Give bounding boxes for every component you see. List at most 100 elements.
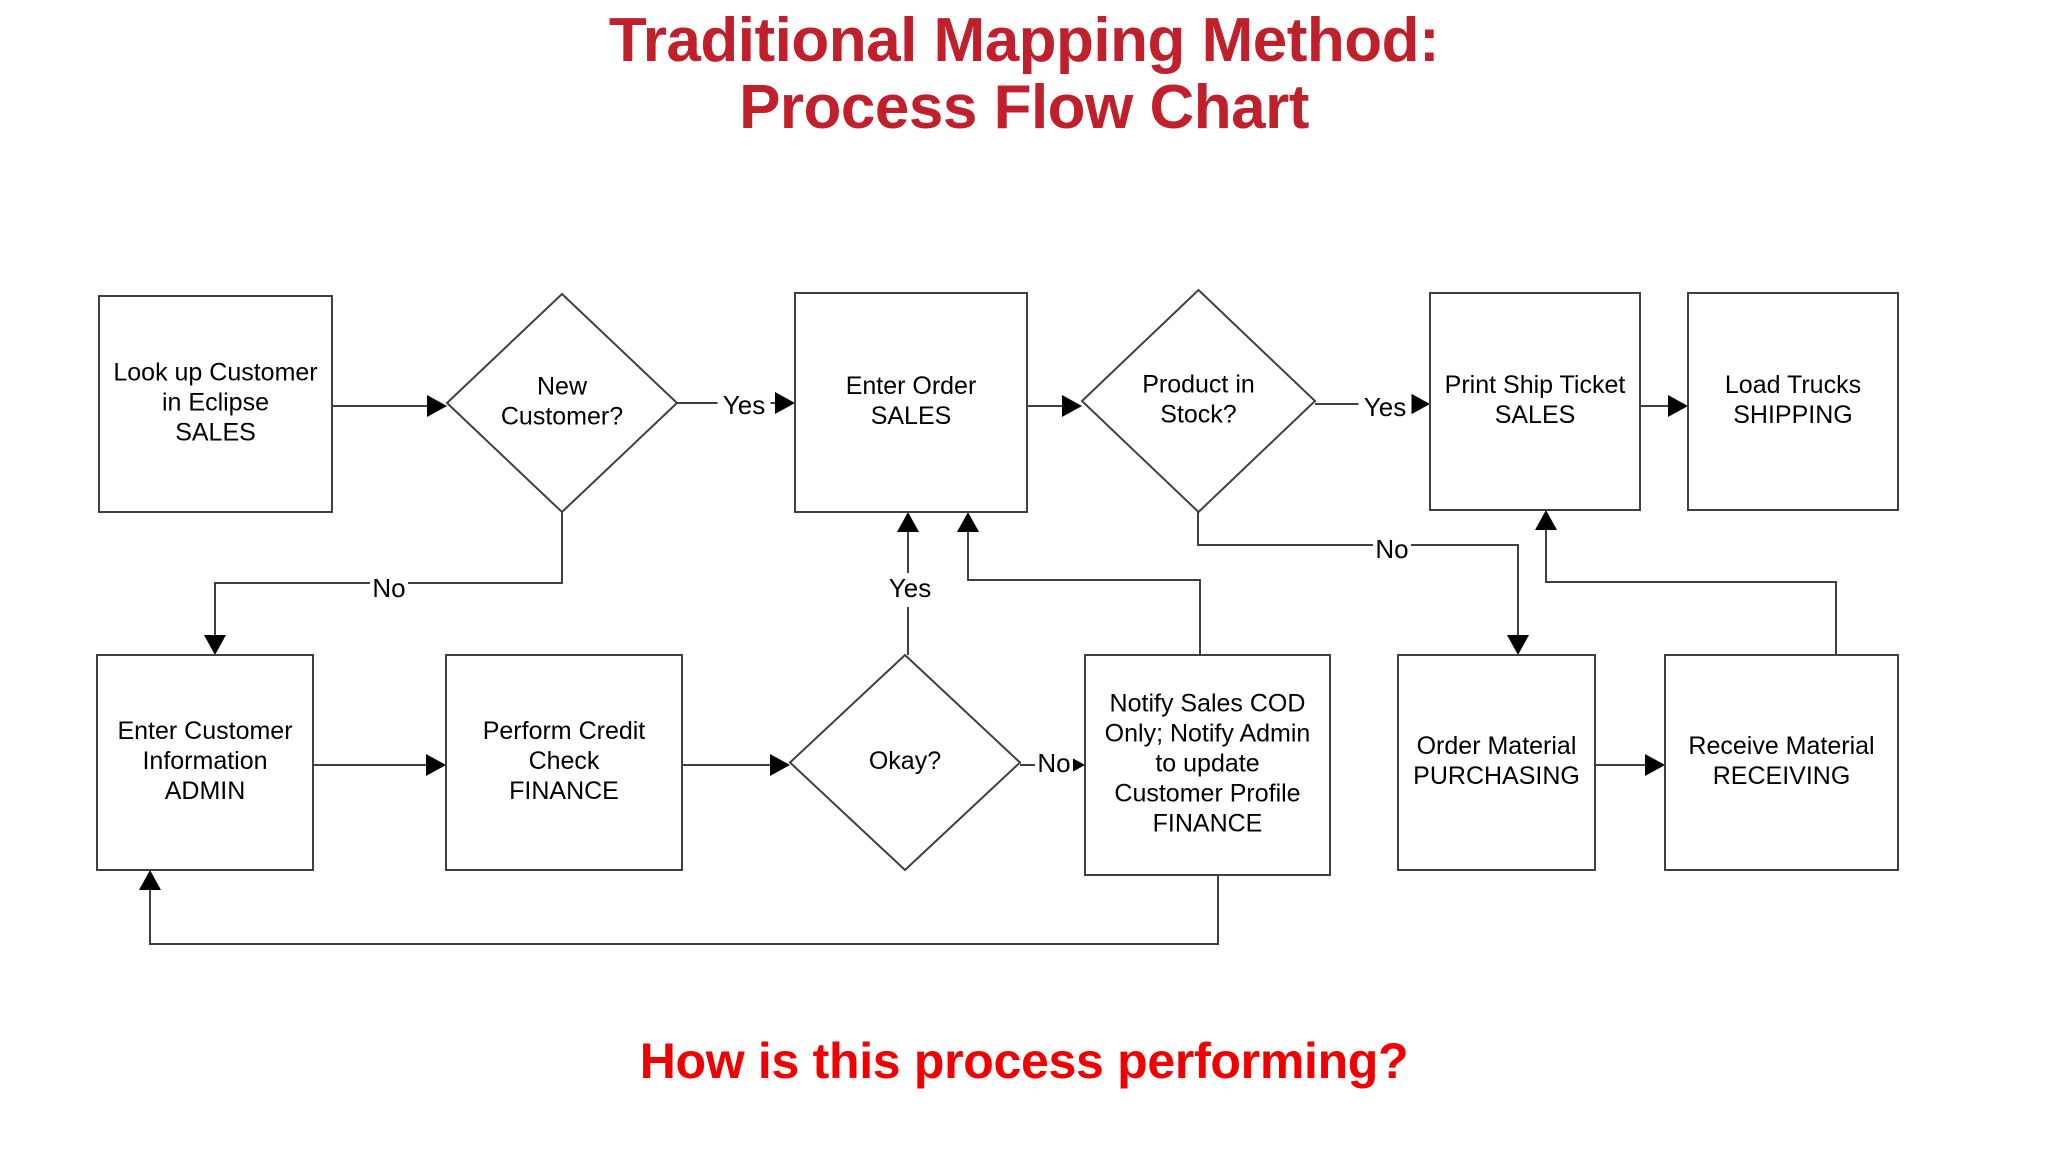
arrow-head-icon: [1645, 754, 1665, 776]
footer-question: How is this process performing?: [639, 1033, 1409, 1089]
node-text-line: Product in: [1142, 371, 1255, 399]
arrow-head-icon: [1507, 635, 1529, 655]
title-line-2: Process Flow Chart: [739, 72, 1309, 142]
edge-label-e10: No: [1035, 748, 1073, 782]
flow-connector-e7: [313, 754, 446, 776]
edge-label-text: No: [372, 573, 405, 603]
process-rect: [794, 292, 1028, 513]
arrow-head-icon: [426, 754, 446, 776]
node-text-line: Load Trucks: [1725, 371, 1861, 399]
node-text-line: Receive Material: [1688, 732, 1874, 760]
flow-connector-e11: [957, 512, 1201, 655]
connector-line: [1197, 512, 1519, 637]
process-rect: [1084, 654, 1331, 876]
connector-line: [1545, 528, 1837, 655]
node-text-line: in Eclipse: [162, 389, 269, 417]
node-text-line: New: [537, 373, 588, 401]
edge-label-text: Yes: [889, 573, 931, 603]
arrow-head-icon: [957, 512, 979, 532]
node-text-line: Look up Customer: [113, 359, 317, 387]
arrow-head-icon: [775, 392, 795, 414]
edge-label-e12: No: [1373, 534, 1411, 568]
arrow-head-icon: [139, 870, 161, 890]
process-rect: [1429, 292, 1641, 511]
label-backdrop: [1035, 748, 1073, 782]
node-text-line: Enter Order: [846, 372, 977, 400]
label-backdrop: [717, 390, 771, 424]
edge-label-text: Yes: [723, 390, 765, 420]
edge-label-text: No: [1037, 748, 1070, 778]
flow-connector-e14: [1535, 510, 1837, 655]
edge-label-e4: Yes: [1358, 392, 1412, 426]
node-text-line: SALES: [1495, 401, 1576, 429]
process-rect: [1687, 292, 1899, 511]
node-text-line: Order Material: [1417, 732, 1577, 760]
label-backdrop: [883, 573, 937, 607]
node-text-line: Customer?: [501, 403, 623, 431]
decision-diamond: [445, 292, 679, 514]
node-text-line: PURCHASING: [1413, 762, 1580, 790]
node-text-line: SALES: [175, 419, 256, 447]
label-backdrop: [370, 573, 408, 607]
process-rect: [445, 654, 683, 871]
arrow-head-icon: [1410, 393, 1430, 415]
process-rect: [96, 654, 314, 871]
node-text-line: to update: [1155, 750, 1259, 778]
label-backdrop: [1358, 392, 1412, 426]
node-text-line: SALES: [871, 402, 952, 430]
arrow-head-icon: [1668, 395, 1688, 417]
node-text-line: Customer Profile: [1114, 780, 1300, 808]
process-rect: [1664, 654, 1899, 871]
label-backdrop: [1373, 534, 1411, 568]
arrow-head-icon: [897, 512, 919, 532]
node-text-line: Okay?: [869, 747, 941, 775]
arrow-head-icon: [204, 635, 226, 655]
process-rect: [98, 295, 333, 513]
arrow-head-icon: [1535, 510, 1557, 530]
arrow-head-icon: [427, 395, 447, 417]
decision-diamond: [788, 653, 1022, 872]
connector-line: [149, 875, 1219, 945]
node-text-line: Information: [142, 747, 267, 775]
edge-label-text: Yes: [1364, 392, 1406, 422]
node-text-line: ADMIN: [165, 777, 246, 805]
node-text-line: SHIPPING: [1733, 401, 1852, 429]
flow-connector-e1: [332, 395, 447, 417]
arrow-head-icon: [1062, 395, 1082, 417]
flow-connector-e8: [682, 754, 790, 776]
process-rect: [1397, 654, 1596, 871]
decision-diamond: [1080, 288, 1317, 514]
connector-line: [967, 530, 1201, 655]
edge-label-text: No: [1375, 534, 1408, 564]
flow-node-okay[interactable]: Okay?: [788, 653, 1022, 872]
node-text-line: Stock?: [1160, 401, 1236, 429]
flow-connector-e3: [1027, 395, 1082, 417]
node-text-line: FINANCE: [509, 777, 619, 805]
node-text-line: FINANCE: [1153, 810, 1263, 838]
edge-label-e6: No: [370, 573, 408, 607]
flow-connector-e5: [1640, 395, 1688, 417]
edge-label-e9: Yes: [883, 573, 937, 607]
node-text-line: Only; Notify Admin: [1105, 720, 1311, 748]
flow-connector-e13: [1595, 754, 1665, 776]
flow-connector-e12: [1197, 512, 1529, 655]
arrow-head-icon: [770, 754, 790, 776]
node-text-line: Notify Sales COD: [1110, 690, 1306, 718]
title-line-1: Traditional Mapping Method:: [608, 6, 1440, 75]
page-title: Traditional Mapping Method: Process Flow…: [0, 6, 2048, 142]
